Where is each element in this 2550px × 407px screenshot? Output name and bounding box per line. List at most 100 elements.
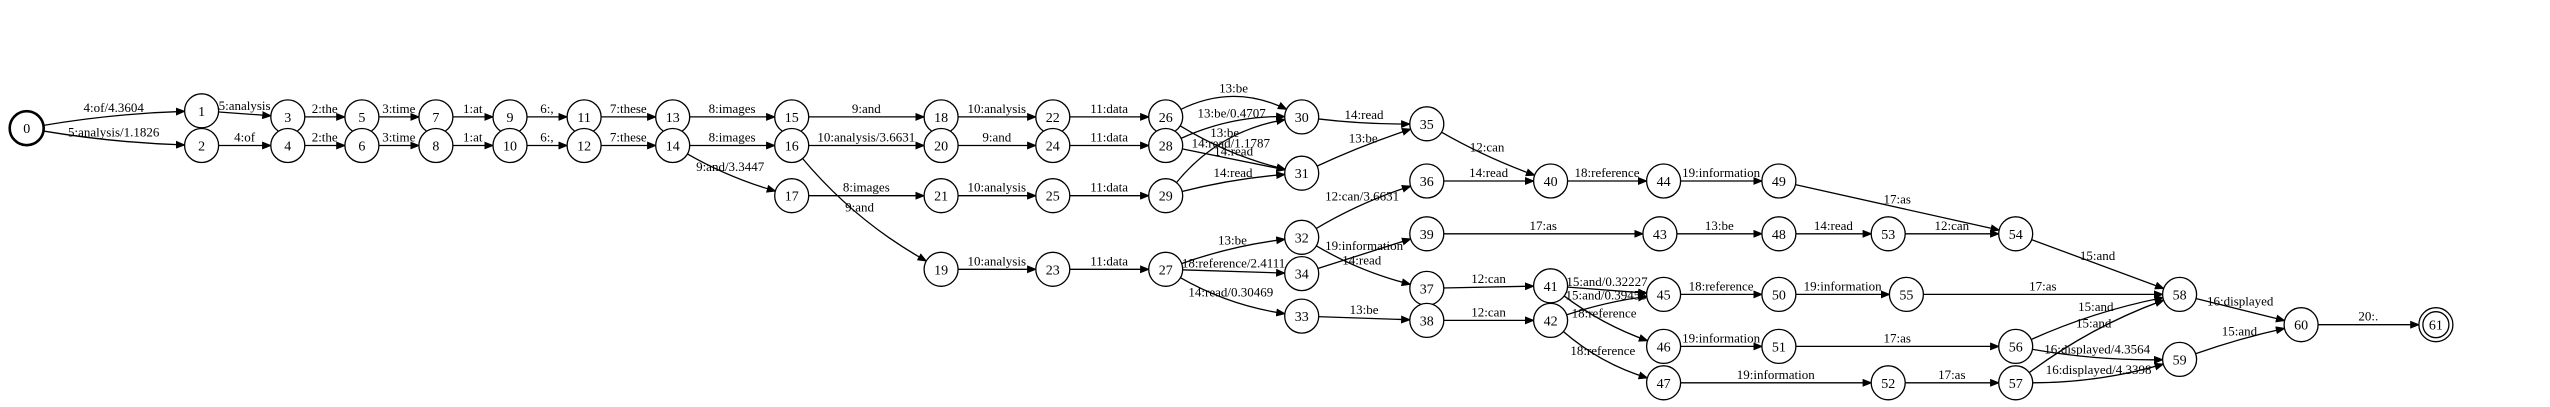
state-node: 40 <box>1532 163 1569 199</box>
transition-label: 19:information <box>1804 278 1882 293</box>
state-label: 58 <box>2173 288 2187 303</box>
state-circle <box>1148 251 1184 287</box>
transition-edge <box>2029 295 2165 341</box>
start-state-circle <box>8 109 46 147</box>
transition-label: 11:data <box>1090 101 1128 116</box>
state-circle <box>1148 178 1184 214</box>
state-circle <box>774 178 810 214</box>
transition-label: 3:time <box>382 101 415 116</box>
state-node: 39 <box>1409 216 1445 252</box>
state-node: 43 <box>1642 216 1678 252</box>
transition-edge <box>801 157 928 262</box>
state-label: 45 <box>1657 288 1671 303</box>
transition-edge <box>1314 184 1412 230</box>
state-node: 1 <box>183 93 220 129</box>
transition-label: 19:information <box>1682 165 1760 180</box>
transition-label: 18:reference <box>1572 306 1637 321</box>
transition-label: 2:the <box>312 101 338 116</box>
transition-label: 1:at <box>463 130 483 145</box>
state-label: 24 <box>1046 140 1060 155</box>
state-node: 20 <box>923 127 959 164</box>
transition-label: 19:information <box>1325 238 1403 253</box>
state-label: 50 <box>1772 288 1786 303</box>
state-label: 15 <box>785 111 799 126</box>
state-node: 36 <box>1409 163 1445 199</box>
transition-label: 15:and/0.39453 <box>1565 288 1646 303</box>
state-label: 29 <box>1159 190 1173 205</box>
transition-edge <box>1794 183 2001 233</box>
state-label: 32 <box>1295 231 1309 246</box>
state-circle <box>923 127 959 164</box>
state-node: 57 <box>1998 365 2034 401</box>
state-node: 51 <box>1761 328 1797 365</box>
state-label: 28 <box>1159 140 1173 155</box>
transition-label: 14:read <box>1345 107 1384 122</box>
transition-label: 12:can/3.6631 <box>1325 189 1399 204</box>
state-label: 17 <box>785 190 799 205</box>
state-circle <box>1284 99 1320 135</box>
transition-label: 11:data <box>1090 253 1128 268</box>
transition-edge <box>2030 348 2164 364</box>
state-node: 12 <box>566 127 602 164</box>
state-node: 33 <box>1284 298 1320 334</box>
transition-label: 1:at <box>463 101 483 116</box>
transition-label: 9:and/3.3447 <box>696 159 765 174</box>
transition-label: 20:. <box>2358 309 2378 324</box>
transition-label: 16:displayed/4.3398 <box>2046 362 2152 377</box>
state-label: 56 <box>2009 340 2023 355</box>
transition-edge <box>1314 244 1412 287</box>
state-label: 3 <box>284 111 291 126</box>
transition-label: 15:and <box>2078 299 2114 314</box>
transition-label: 9:and <box>982 130 1011 145</box>
transition-label: 4:of/4.3604 <box>84 100 145 115</box>
transition-edge <box>1316 237 1412 270</box>
state-node: 56 <box>1998 328 2034 365</box>
state-node: 48 <box>1761 216 1797 252</box>
transition-edge <box>1178 124 1287 172</box>
transition-label: 5:analysis <box>219 98 271 113</box>
state-label: 43 <box>1653 228 1667 243</box>
states-layer: 0123456789101112131415161718192021222324… <box>8 93 2454 401</box>
transition-label: 8:images <box>709 101 756 116</box>
state-circle <box>566 127 602 164</box>
state-label: 5 <box>358 111 365 126</box>
state-circle <box>418 127 454 164</box>
state-node: 2 <box>183 127 220 164</box>
state-label: 30 <box>1295 111 1309 126</box>
transition-label: 14:read <box>1469 165 1508 180</box>
transition-label: 14:read <box>1214 165 1253 180</box>
transitions-layer <box>41 95 2421 387</box>
transition-label: 12:can <box>1470 140 1505 155</box>
transition-label: 10:analysis <box>968 253 1027 268</box>
transition-edge <box>2194 326 2286 355</box>
state-label: 42 <box>1544 314 1558 329</box>
state-label: 53 <box>1881 228 1895 243</box>
state-circle <box>1870 365 1906 401</box>
state-label: 37 <box>1420 282 1434 297</box>
state-label: 21 <box>934 190 948 205</box>
state-circle <box>1409 216 1445 252</box>
state-label: 55 <box>1899 288 1913 303</box>
state-node: 24 <box>1035 127 1071 164</box>
transition-edge <box>1315 128 1412 168</box>
state-label: 60 <box>2294 319 2308 334</box>
state-circle <box>1532 302 1569 339</box>
transition-label: 10:analysis <box>968 101 1027 116</box>
state-label: 19 <box>934 263 948 278</box>
state-label: 33 <box>1295 310 1309 325</box>
state-node: 55 <box>1888 276 1925 313</box>
transition-label: 12:can <box>1471 304 1506 319</box>
state-circle <box>1998 216 2034 252</box>
transition-edge <box>1178 276 1287 317</box>
transition-label: 14:read <box>1214 143 1253 158</box>
transition-labels-layer: 4:of/4.36045:analysis/1.18265:analysis4:… <box>68 80 2378 381</box>
transition-edge <box>41 130 186 149</box>
state-node: 14 <box>655 127 691 164</box>
state-label: 61 <box>2429 319 2443 334</box>
state-circle <box>923 251 959 287</box>
state-circle <box>1870 216 1906 252</box>
state-label: 26 <box>1159 111 1173 126</box>
state-label: 46 <box>1657 340 1671 355</box>
state-node: 4 <box>270 127 306 164</box>
state-label: 0 <box>23 122 30 137</box>
